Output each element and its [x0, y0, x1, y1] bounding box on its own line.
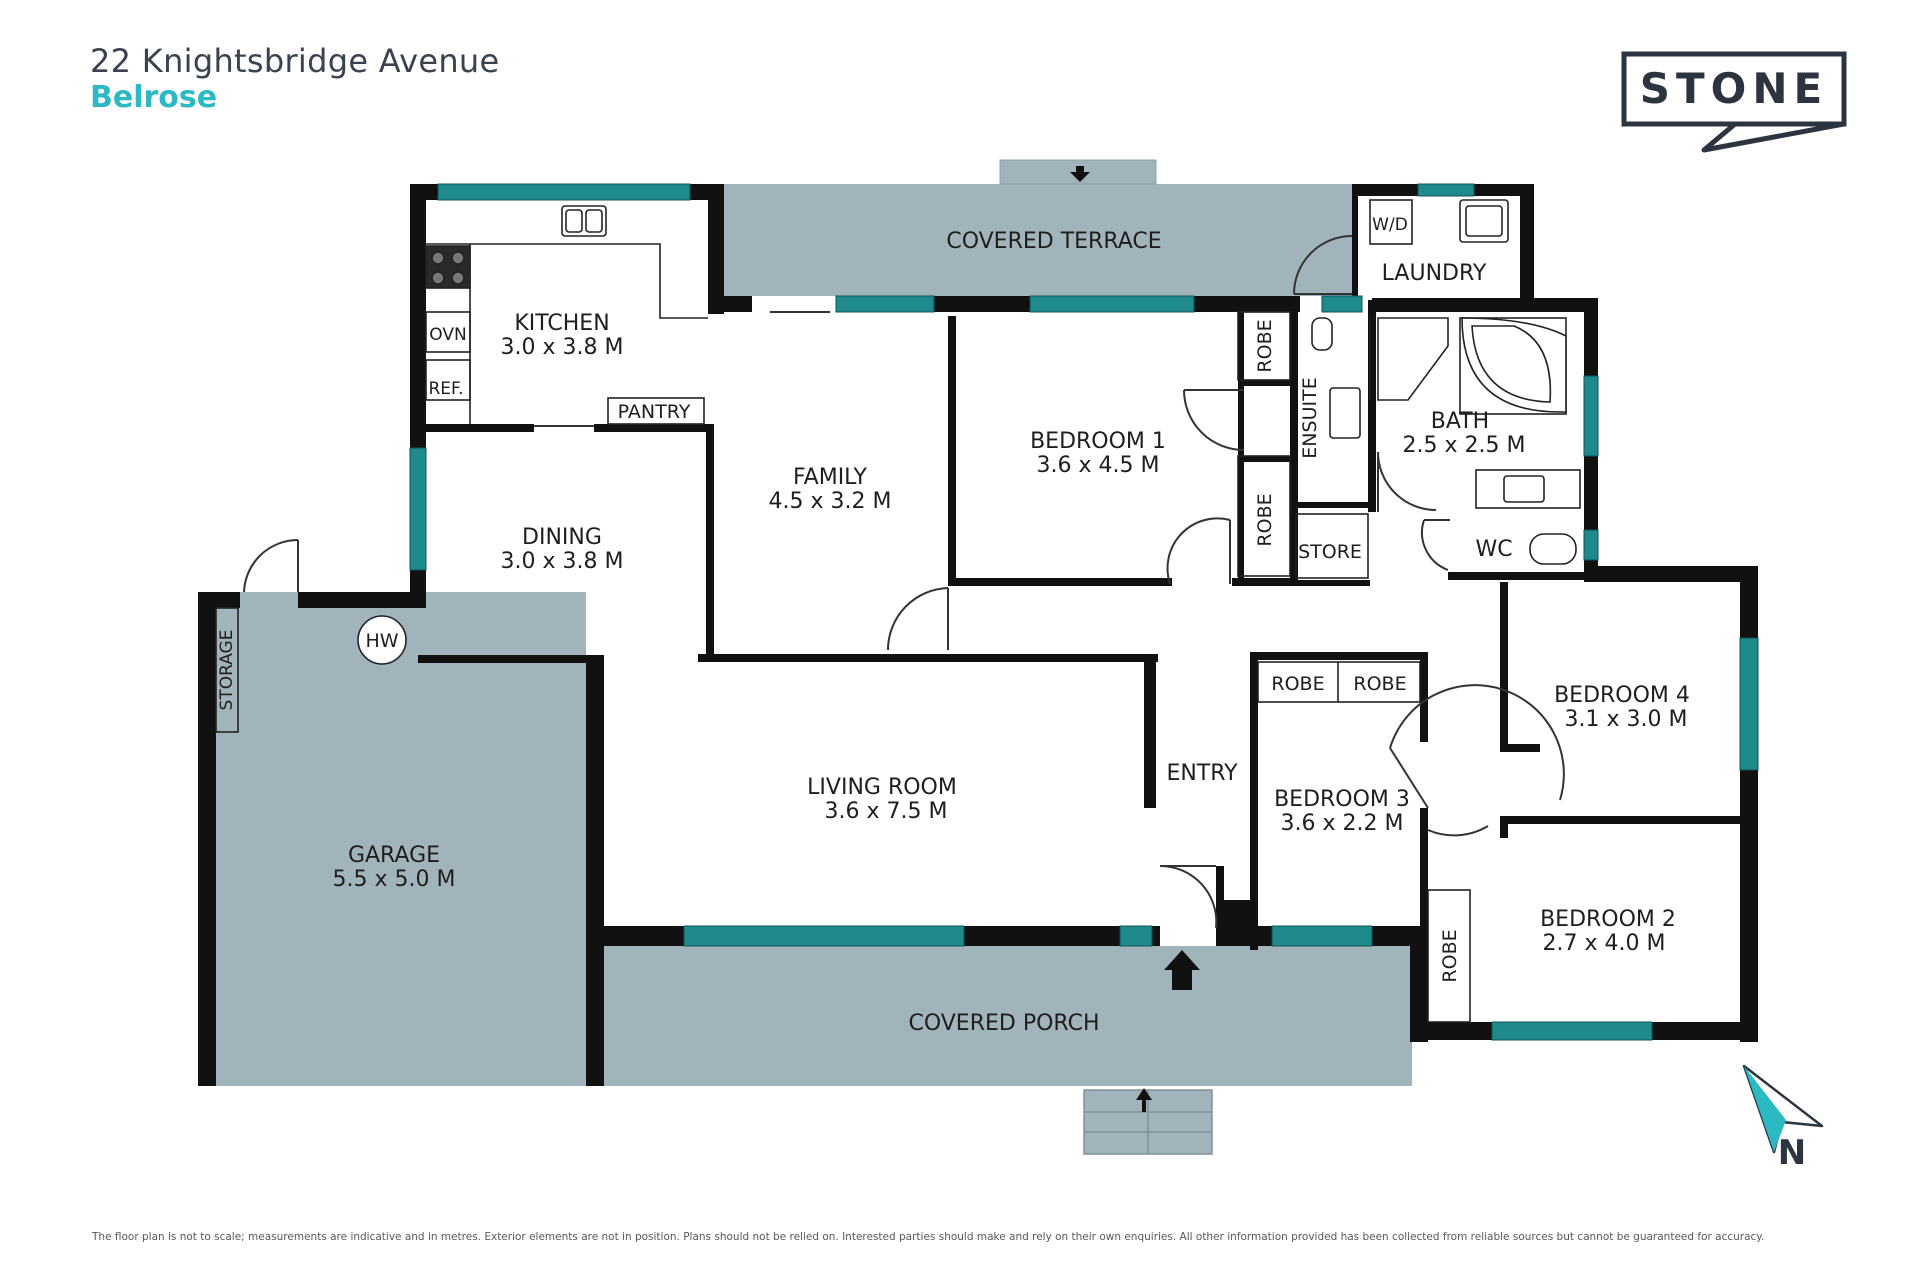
stone-logo: STONE [1621, 51, 1847, 153]
bedroom1-name: BEDROOM 1 [1030, 429, 1166, 454]
bath-name: BATH [1431, 409, 1489, 434]
robe-label-b2: ROBE [1439, 929, 1461, 982]
dining-size: 3.0 x 3.8 M [501, 549, 624, 574]
ensuite-label: ENSUITE [1299, 377, 1321, 458]
terrace-area [724, 184, 1352, 296]
dining-name: DINING [522, 525, 602, 550]
family-size: 4.5 x 3.2 M [769, 489, 892, 514]
fridge-label: REF. [428, 379, 463, 399]
living-name: LIVING ROOM [807, 775, 957, 800]
robe-label-b3-right: ROBE [1353, 673, 1406, 695]
robe-label-b3-left: ROBE [1271, 673, 1324, 695]
entry-label: ENTRY [1166, 761, 1238, 786]
storage-label: STORAGE [217, 630, 237, 711]
kitchen-size: 3.0 x 3.8 M [501, 335, 624, 360]
windows [409, 183, 1759, 1041]
laundry-label: LAUNDRY [1382, 261, 1487, 286]
bedroom3-size: 3.6 x 2.2 M [1281, 811, 1404, 836]
wd-label: W/D [1372, 215, 1408, 235]
logo-text: STONE [1640, 64, 1828, 113]
living-size: 3.6 x 7.5 M [825, 799, 948, 824]
compass-north-label: N [1778, 1133, 1806, 1173]
door-swings [243, 235, 1565, 929]
bedroom2-name: BEDROOM 2 [1540, 907, 1676, 932]
robe-label-b1-bottom: ROBE [1254, 493, 1276, 546]
covered-porch-label: COVERED PORCH [908, 1011, 1099, 1036]
pantry-label: PANTRY [618, 401, 691, 423]
wc-label: WC [1475, 537, 1512, 562]
fixtures [215, 199, 1581, 1023]
garage-size: 5.5 x 5.0 M [333, 867, 456, 892]
porch-area [604, 946, 1412, 1086]
bedroom3-name: BEDROOM 3 [1274, 787, 1410, 812]
covered-terrace-label: COVERED TERRACE [946, 229, 1161, 254]
bedroom2-size: 2.7 x 4.0 M [1543, 931, 1666, 956]
bedroom1-size: 3.6 x 4.5 M [1037, 453, 1160, 478]
kitchen-name: KITCHEN [514, 311, 609, 336]
robe-label-b1-top: ROBE [1254, 319, 1276, 372]
arrows [1070, 166, 1200, 1112]
listing-street: 22 Knightsbridge Avenue [90, 42, 500, 80]
garage-area [216, 592, 586, 1086]
compass-icon: N [1742, 1064, 1824, 1173]
bedroom4-size: 3.1 x 3.0 M [1565, 707, 1688, 732]
oven-label: OVN [429, 325, 466, 345]
listing-suburb: Belrose [90, 80, 218, 115]
store-label: STORE [1298, 541, 1362, 563]
outdoor-areas [216, 159, 1412, 1155]
garage-name: GARAGE [348, 843, 440, 868]
room-labels: COVERED TERRACE LAUNDRY W/D KITCHEN 3.0 … [217, 215, 1690, 1036]
bath-size: 2.5 x 2.5 M [1403, 433, 1526, 458]
family-name: FAMILY [793, 465, 867, 490]
disclaimer-text: The floor plan is not to scale; measurem… [92, 1231, 1765, 1243]
bedroom4-name: BEDROOM 4 [1554, 683, 1690, 708]
hot-water-label: HW [365, 630, 398, 652]
